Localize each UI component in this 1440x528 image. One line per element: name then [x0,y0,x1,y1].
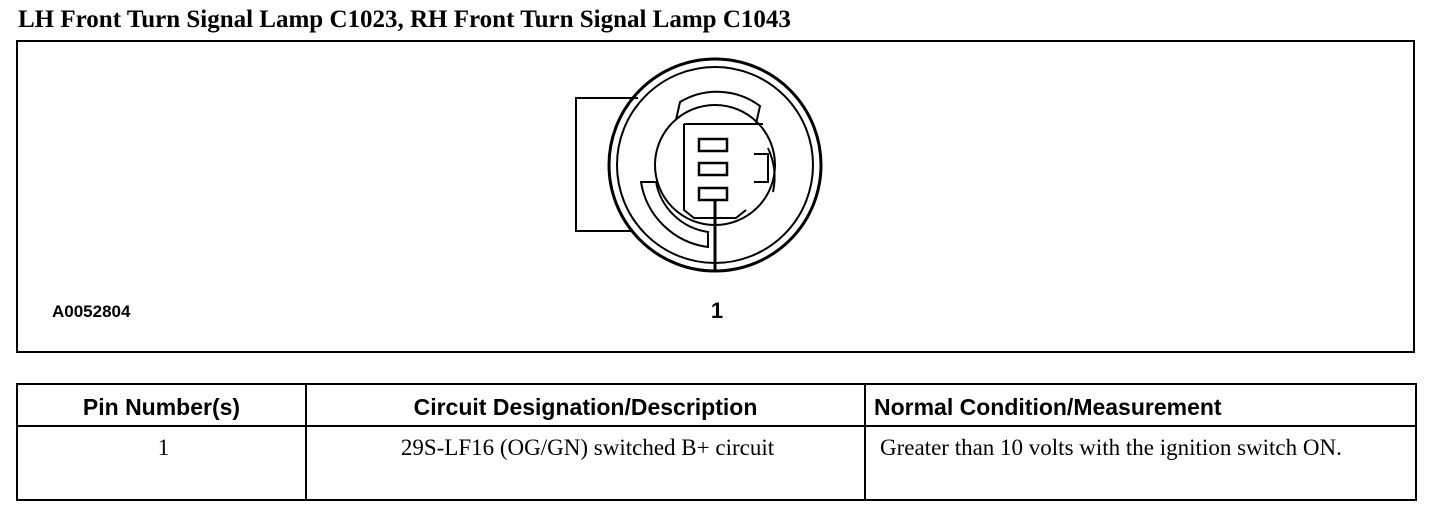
cell-pin: 1 [16,425,307,501]
connector-housing-tab [575,97,638,232]
lower-left-locking-arc [639,181,709,249]
right-key-tab [754,153,769,183]
table-row: 1 29S-LF16 (OG/GN) switched B+ circuit G… [16,425,1417,501]
right-key-arc [767,147,776,193]
terminal-slot-1 [697,186,729,202]
cell-circuit: 29S-LF16 (OG/GN) switched B+ circuit [305,425,866,501]
connector-figure: A0052804 1 [16,40,1415,353]
column-header-pin: Pin Number(s) [16,383,307,427]
column-header-condition: Normal Condition/Measurement [864,383,1417,427]
pin-block [683,123,763,219]
pin-callout-label: 1 [710,298,724,323]
connector-outer-ring [607,57,823,273]
column-header-circuit: Circuit Designation/Description [305,383,866,427]
pin-table: Pin Number(s) Circuit Designation/Descri… [16,383,1417,501]
table-header-row: Pin Number(s) Circuit Designation/Descri… [16,383,1417,427]
cell-condition: Greater than 10 volts with the ignition … [864,425,1417,501]
connector-face-diagram [575,57,823,273]
page-title: LH Front Turn Signal Lamp C1023, RH Fron… [18,6,791,33]
terminal-slot-2 [697,161,729,177]
upper-locking-arc [675,90,762,125]
figure-id-label: A0052804 [52,302,131,321]
terminal-slot-3 [697,137,729,153]
